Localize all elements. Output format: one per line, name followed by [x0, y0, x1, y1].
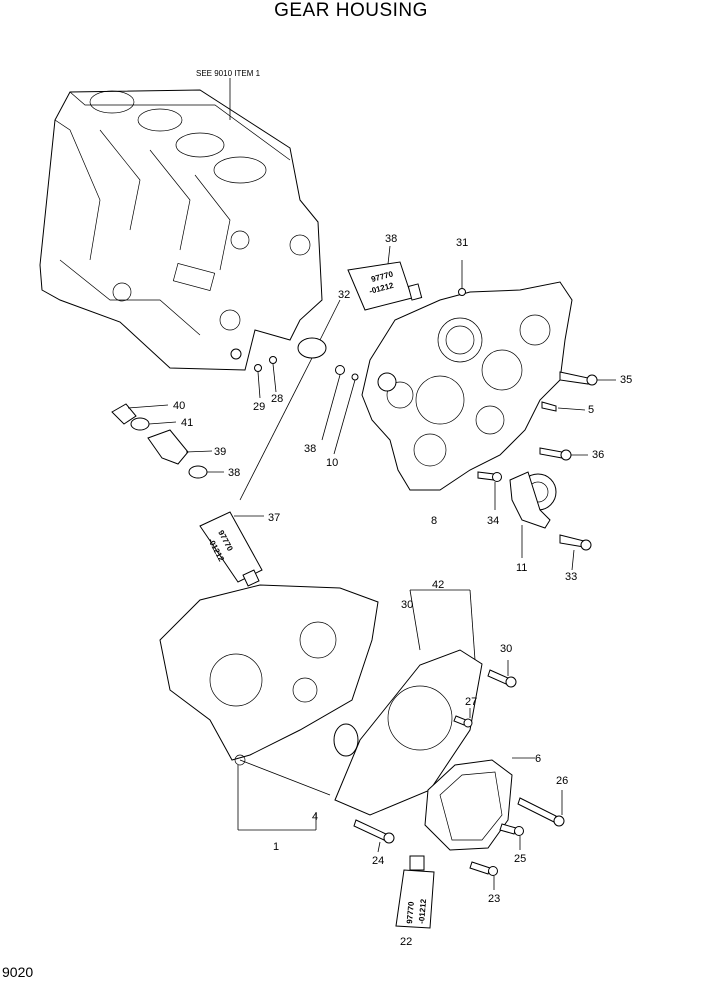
callout-22: 28 [271, 393, 283, 405]
cylinder-block [39, 89, 323, 371]
callout-41: 42 [432, 579, 444, 591]
callout-5: 5 [588, 404, 594, 416]
reference-note: SEE 9010 ITEM 1 [196, 69, 261, 78]
callout-26: 31 [456, 237, 468, 249]
svg-text:97770: 97770 [405, 901, 416, 924]
callout-34: 38 [304, 443, 316, 455]
callout-24: 24 [372, 855, 384, 867]
callout-39: 38 [228, 467, 240, 479]
page-title: GEAR HOUSING [274, 0, 428, 21]
callout-10: 10 [326, 457, 338, 469]
callout-27: 32 [338, 289, 350, 301]
bolts-30 [539, 371, 616, 461]
callout-11: 11 [516, 562, 527, 574]
callout-30-upper: 35 [620, 374, 632, 386]
breather-parts [111, 403, 208, 479]
bolt-29 [477, 471, 495, 481]
svg-text:-01212: -01212 [417, 898, 428, 924]
callout-32: 23 [488, 893, 500, 905]
callout-33: 33 [565, 571, 577, 583]
sealant-tube-top: 97770 -01212 [347, 261, 423, 311]
callout-28: 25 [514, 853, 526, 865]
page-code: 9020 [2, 964, 34, 980]
dowel-pin-5 [541, 401, 557, 412]
callout-36: 27 [465, 696, 477, 708]
plate-42 [334, 649, 483, 816]
callout-31: 30 [500, 643, 512, 655]
sealant-tube-middle: 97770 -01212 [199, 511, 263, 587]
callout-25: 26 [556, 775, 568, 787]
sealant-tube-bottom: 97770 -01212 [395, 855, 435, 929]
oil-seal-10 [377, 372, 397, 392]
bolts-lower [353, 669, 565, 876]
plug-34 [335, 365, 345, 375]
gear-housing [361, 281, 573, 491]
callout-30-lower: 36 [592, 449, 604, 461]
callout-6: 6 [535, 753, 541, 765]
callout-1: 1 [273, 841, 279, 853]
oil-seal-4 [333, 723, 359, 757]
callout-35: 40 [173, 400, 185, 412]
callout-37: 39 [214, 446, 226, 458]
callout-38-bottom: 22 [400, 936, 412, 948]
callout-29: 34 [487, 515, 499, 527]
callout-40: 41 [181, 417, 193, 429]
callout-23: 29 [253, 401, 265, 413]
cover-6 [424, 759, 513, 851]
front-cover [159, 584, 379, 766]
oil-pump [509, 471, 592, 551]
callout-42: 30 [401, 599, 413, 611]
callout-4: 4 [312, 811, 318, 823]
callout-8: 8 [431, 515, 437, 527]
block-seals [230, 348, 277, 399]
o-ring-27 [297, 337, 327, 359]
callout-38-middle: 37 [268, 512, 280, 524]
callout-38-top: 38 [385, 233, 397, 245]
o-ring-26 [458, 288, 466, 296]
